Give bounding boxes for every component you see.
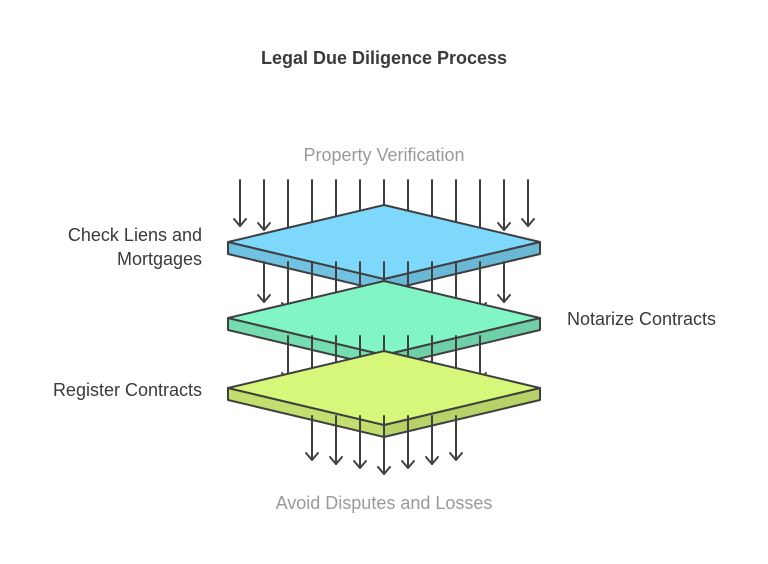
arrow-head [233, 218, 247, 227]
down-arrow [497, 179, 511, 231]
down-arrow [497, 261, 511, 303]
arrow-head [425, 456, 439, 465]
layer-label-register: Register Contracts [52, 380, 202, 400]
arrows-output [305, 415, 463, 475]
layer-check-liens [227, 204, 541, 292]
down-arrow [329, 415, 343, 465]
arrow-head [497, 222, 511, 231]
arrow-head [257, 294, 271, 303]
down-arrow [305, 415, 319, 461]
layer-label-notarize: Notarize Contracts [567, 309, 717, 329]
down-arrow [401, 415, 415, 469]
diagram-title: Legal Due Diligence Process [260, 48, 508, 68]
arrow-head [305, 452, 319, 461]
arrow-head [377, 466, 391, 475]
down-arrow [425, 415, 439, 465]
down-arrow [449, 415, 463, 461]
input-label: Property Verification [303, 145, 465, 165]
layer-label-line: Check Liens and [67, 225, 202, 245]
layer-top-face [227, 350, 541, 426]
output-label: Avoid Disputes and Losses [275, 493, 493, 513]
arrow-head [497, 294, 511, 303]
down-arrow [353, 415, 367, 469]
down-arrow [257, 179, 271, 231]
arrow-head [449, 452, 463, 461]
down-arrow [521, 179, 535, 227]
down-arrow [233, 179, 247, 227]
layer-notarize [227, 280, 541, 368]
layer-label-line: Mortgages [116, 249, 202, 269]
down-arrow [377, 415, 391, 475]
down-arrow [257, 261, 271, 303]
arrow-head [401, 460, 415, 469]
arrow-head [353, 460, 367, 469]
layer-register [227, 350, 541, 438]
arrow-head [257, 222, 271, 231]
arrow-head [521, 218, 535, 227]
layer-label-check-liens: Check Liens and Mortgages [22, 223, 202, 271]
arrow-head [329, 456, 343, 465]
